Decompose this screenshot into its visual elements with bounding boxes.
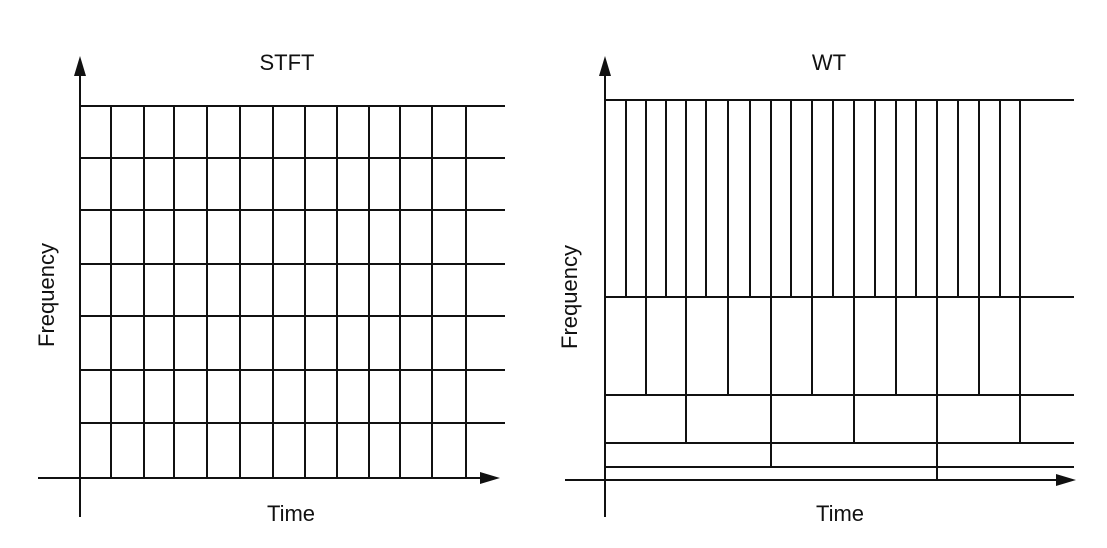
wt-frequency-arrowhead-icon [599, 56, 611, 76]
wt-panel: WT Time Frequency [557, 50, 1076, 526]
wt-ylabel: Frequency [557, 245, 582, 349]
stft-grid [80, 105, 505, 478]
wt-time-arrowhead-icon [1056, 474, 1076, 486]
stft-panel: STFT Time Frequency [34, 50, 505, 526]
stft-frequency-arrowhead-icon [74, 56, 86, 76]
wt-xlabel: Time [816, 501, 864, 526]
stft-ylabel: Frequency [34, 243, 59, 347]
stft-title: STFT [260, 50, 315, 75]
stft-xlabel: Time [267, 501, 315, 526]
wt-grid [605, 99, 1074, 480]
wt-title: WT [812, 50, 846, 75]
stft-time-arrowhead-icon [480, 472, 500, 484]
